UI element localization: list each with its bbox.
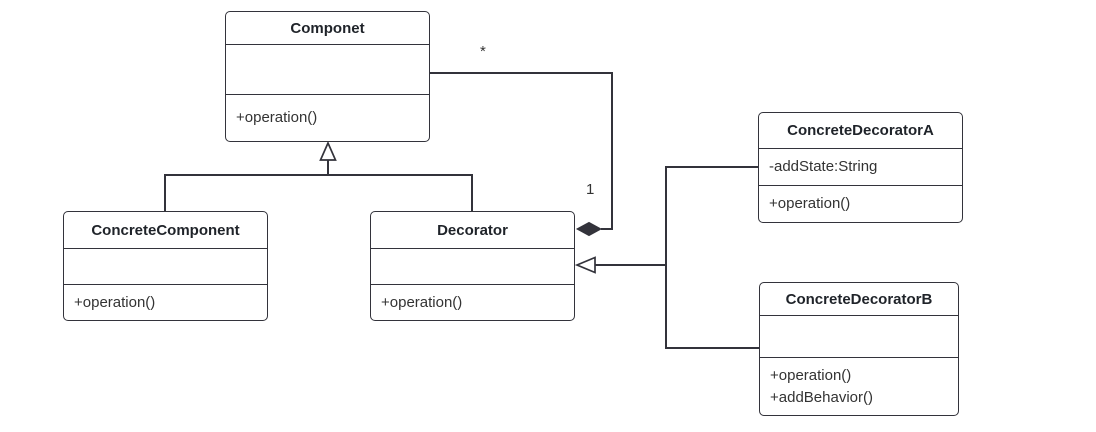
class-title: ConcreteDecoratorB [760,283,958,316]
attributes-compartment: -addState:String [759,149,962,186]
multiplicity-one-label: 1 [586,181,595,198]
aggregation-diamond-icon [575,221,603,237]
method-row: +operation() [74,293,156,311]
class-box-concrete-component: ConcreteComponent +operation() [63,211,268,321]
generalization-arrow-componet [319,140,337,161]
class-box-decorator: Decorator +operation() [370,211,575,321]
class-box-concrete-decorator-b: ConcreteDecoratorB +operation() +addBeha… [759,282,959,416]
attributes-compartment [760,316,958,358]
method-row: +operation() [236,109,318,126]
class-box-componet: Componet +operation() [225,11,430,142]
class-title: Decorator [371,212,574,249]
class-title: ConcreteDecoratorA [759,113,962,149]
method-row: +operation() [769,195,851,212]
aggregation-edge [430,72,613,230]
generalization-arrow-decorator [574,256,596,274]
methods-compartment: +operation() +addBehavior() [760,358,958,415]
attribute-row: -addState:String [769,158,878,175]
methods-compartment: +operation() [64,285,267,320]
class-box-concrete-decorator-a: ConcreteDecoratorA -addState:String +ope… [758,112,963,223]
class-title: Componet [226,12,429,45]
methods-compartment: +operation() [371,285,574,320]
attributes-compartment [226,45,429,95]
method-row: +addBehavior() [770,388,873,406]
attributes-compartment [64,249,267,285]
methods-compartment: +operation() [759,186,962,222]
method-row: +operation() [381,293,463,311]
class-title: ConcreteComponent [64,212,267,249]
method-row: +operation() [770,366,852,384]
methods-compartment: +operation() [226,95,429,141]
multiplicity-many-label: * [480,43,486,60]
attributes-compartment [371,249,574,285]
